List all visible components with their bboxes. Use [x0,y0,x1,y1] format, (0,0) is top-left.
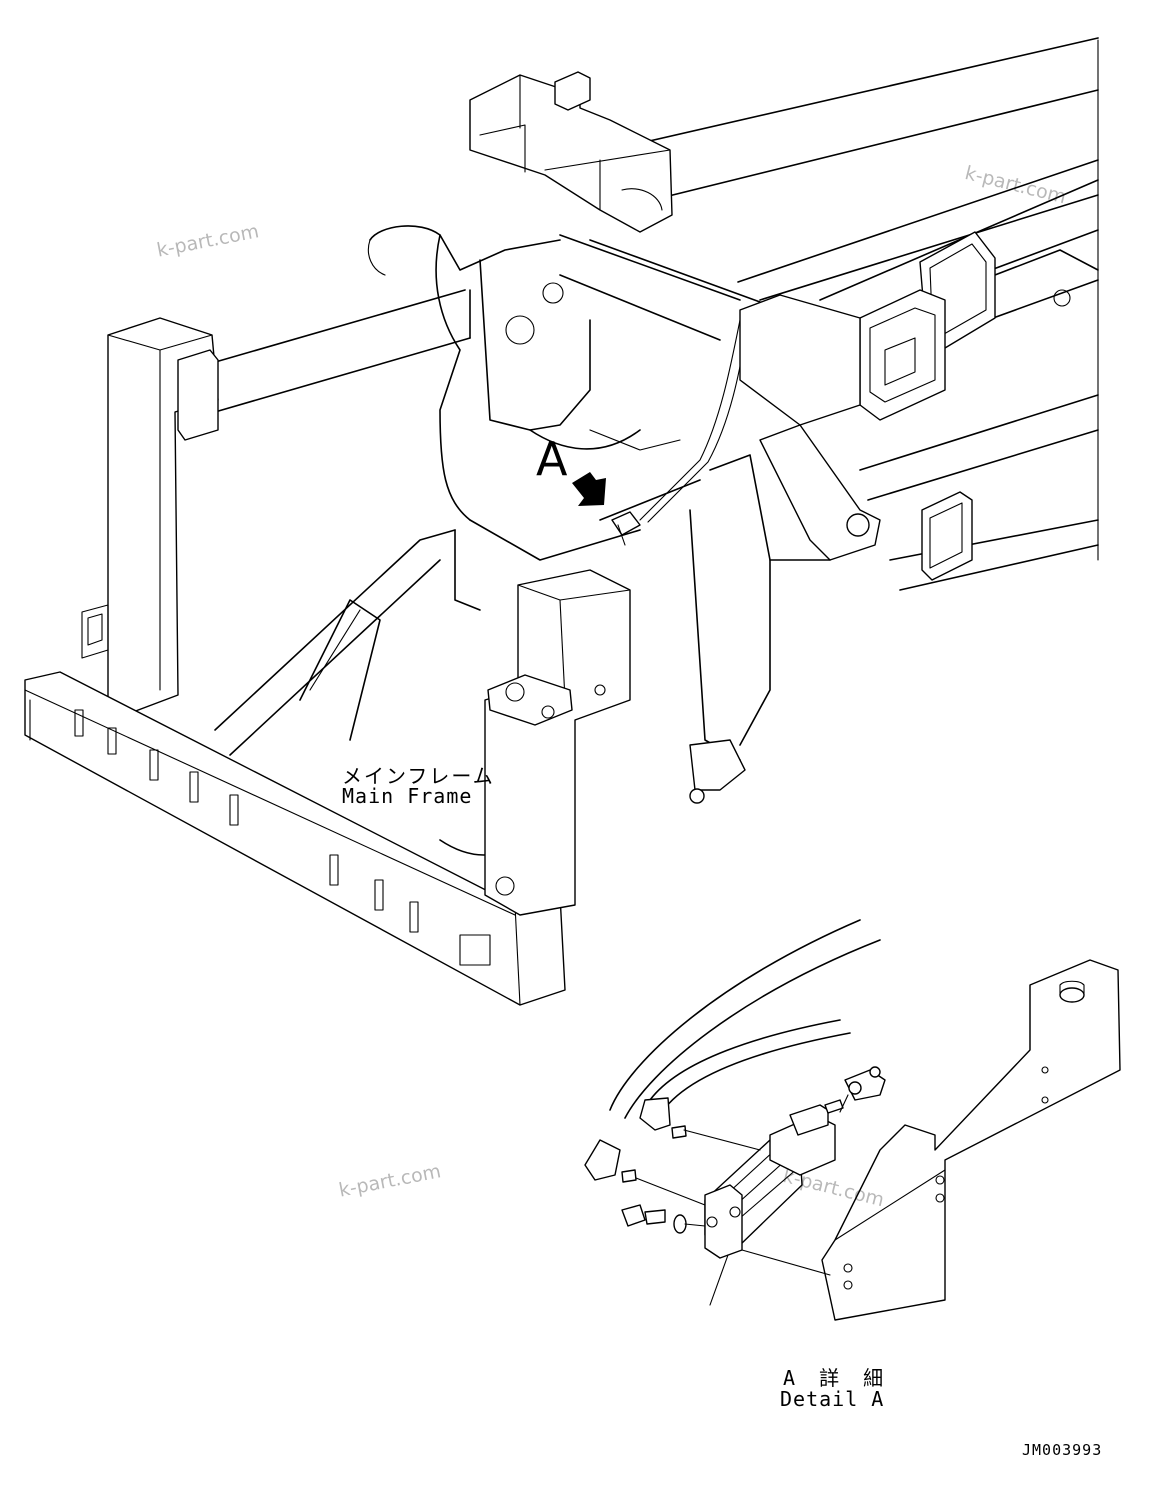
side-plate [921,491,973,581]
reference-arrow-a [572,472,606,506]
main-frame-label-jp: メインフレーム [342,764,495,788]
top-bracket [469,71,673,233]
engine-mount-plate [739,289,946,426]
lift-arm [599,424,881,804]
lower-rails [214,529,521,856]
detail-label-en: Detail A [780,1387,885,1411]
reference-letter-a: A [536,432,568,486]
left-column [81,317,219,716]
detail-label-jp: A 詳 細 [783,1366,890,1390]
front-bumper [24,671,566,1006]
drawing-code: JM003993 [1022,1441,1103,1459]
detail-a-inset [584,919,1121,1321]
center-casting [367,225,641,561]
main-frame-label-en: Main Frame [342,784,473,808]
upper-cross-tube [204,234,761,413]
center-column [484,569,631,916]
hydraulic-lines [589,319,749,546]
